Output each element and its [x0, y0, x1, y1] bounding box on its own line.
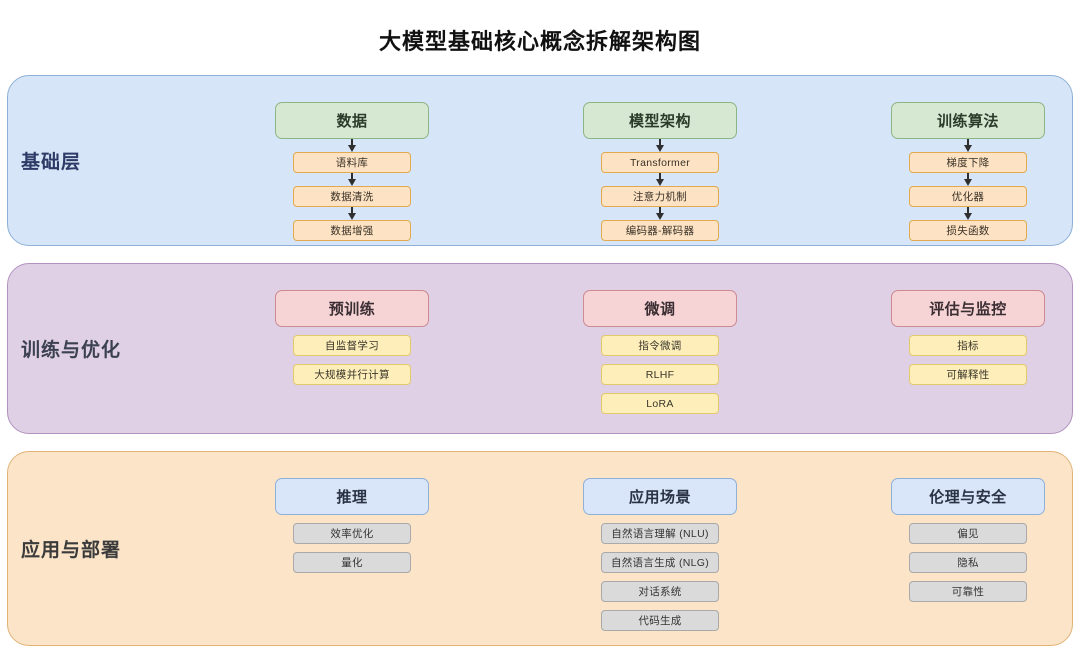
- arrow-head: [964, 213, 972, 221]
- arrow-head: [964, 145, 972, 153]
- layer-columns: 推理效率优化量化 应用场景自然语言理解 (NLU) 自然语言生成 (NLG) 对话系统…: [198, 452, 1080, 645]
- sub-node[interactable]: 偏见: [909, 523, 1027, 545]
- layer-training: 训练与优化 预训练自监督学习大规模并行计算 微调指令微调 RLHF LoRA 评估与监控指…: [7, 263, 1073, 435]
- arrow-head: [656, 145, 664, 153]
- arrow-down-icon: [654, 139, 666, 153]
- sub-node[interactable]: 指令微调: [601, 335, 719, 357]
- arrow-stem: [967, 139, 969, 148]
- spacer: [654, 385, 666, 393]
- sub-node[interactable]: 指标: [909, 335, 1027, 357]
- layer-columns: 预训练自监督学习大规模并行计算 微调指令微调 RLHF LoRA 评估与监控指标可解释性: [198, 264, 1080, 433]
- sub-node[interactable]: 自监督学习: [293, 335, 411, 357]
- sub-node[interactable]: LoRA: [601, 393, 719, 415]
- sub-node[interactable]: Transformer: [601, 152, 719, 174]
- column-application-2: 伦理与安全偏见隐私可靠性: [814, 478, 1080, 645]
- main-node[interactable]: 模型架构: [583, 102, 737, 140]
- arrow-down-icon: [962, 139, 974, 153]
- main-node[interactable]: 评估与监控: [891, 290, 1045, 328]
- column-application-0: 推理效率优化量化: [198, 478, 506, 645]
- main-node[interactable]: 应用场景: [583, 478, 737, 516]
- arrow-down-icon: [346, 173, 358, 187]
- main-node[interactable]: 数据: [275, 102, 429, 140]
- arrow-down-icon: [962, 173, 974, 187]
- arrow-stem: [659, 173, 661, 182]
- spacer: [654, 573, 666, 581]
- spacer: [346, 327, 358, 335]
- spacer: [962, 356, 974, 364]
- arrow-head: [348, 145, 356, 153]
- sub-node[interactable]: 自然语言理解 (NLU): [601, 523, 719, 545]
- sub-node[interactable]: 效率优化: [293, 523, 411, 545]
- sub-node[interactable]: 对话系统: [601, 581, 719, 603]
- arrow-down-icon: [654, 207, 666, 221]
- spacer: [346, 544, 358, 552]
- arrow-down-icon: [962, 207, 974, 221]
- sub-node[interactable]: 损失函数: [909, 220, 1027, 242]
- spacer: [346, 356, 358, 364]
- arrow-stem: [967, 207, 969, 216]
- sub-node[interactable]: 语料库: [293, 152, 411, 174]
- layer-label-foundation: 基础层: [21, 152, 82, 174]
- arrow-stem: [351, 173, 353, 182]
- arrow-down-icon: [654, 173, 666, 187]
- sub-node[interactable]: 自然语言生成 (NLG): [601, 552, 719, 574]
- column-training-0: 预训练自监督学习大规模并行计算: [198, 290, 506, 433]
- spacer: [962, 544, 974, 552]
- sub-node[interactable]: 可解释性: [909, 364, 1027, 386]
- arrow-stem: [659, 207, 661, 216]
- spacer: [962, 515, 974, 523]
- main-node[interactable]: 微调: [583, 290, 737, 328]
- arrow-head: [964, 179, 972, 187]
- sub-node[interactable]: 可靠性: [909, 581, 1027, 603]
- layer-label-training: 训练与优化: [21, 340, 122, 362]
- sub-node[interactable]: 梯度下降: [909, 152, 1027, 174]
- layer-foundation: 基础层 数据语料库数据清洗数据增强 模型架构 Transformer 注意力机制编码器-…: [7, 75, 1073, 247]
- sub-node[interactable]: 注意力机制: [601, 186, 719, 208]
- main-node[interactable]: 推理: [275, 478, 429, 516]
- spacer: [654, 327, 666, 335]
- sub-node[interactable]: 优化器: [909, 186, 1027, 208]
- arrow-stem: [351, 207, 353, 216]
- column-foundation-0: 数据语料库数据清洗数据增强: [198, 102, 506, 245]
- layer-application: 应用与部署 推理效率优化量化 应用场景自然语言理解 (NLU) 自然语言生成 (NLG…: [7, 451, 1073, 647]
- sub-node[interactable]: 数据清洗: [293, 186, 411, 208]
- main-node[interactable]: 训练算法: [891, 102, 1045, 140]
- arrow-down-icon: [346, 139, 358, 153]
- arrow-stem: [351, 139, 353, 148]
- sub-node[interactable]: 隐私: [909, 552, 1027, 574]
- main-node[interactable]: 预训练: [275, 290, 429, 328]
- layer-columns: 数据语料库数据清洗数据增强 模型架构 Transformer 注意力机制编码器-解码器…: [198, 76, 1080, 245]
- column-foundation-1: 模型架构 Transformer 注意力机制编码器-解码器: [506, 102, 814, 245]
- spacer: [346, 515, 358, 523]
- layer-label-application: 应用与部署: [21, 540, 122, 562]
- sub-node[interactable]: 编码器-解码器: [601, 220, 719, 242]
- arrow-down-icon: [346, 207, 358, 221]
- spacer: [654, 544, 666, 552]
- arrow-head: [348, 213, 356, 221]
- column-training-2: 评估与监控指标可解释性: [814, 290, 1080, 433]
- column-foundation-2: 训练算法梯度下降优化器损失函数: [814, 102, 1080, 245]
- spacer: [962, 327, 974, 335]
- sub-node[interactable]: 数据增强: [293, 220, 411, 242]
- arrow-stem: [967, 173, 969, 182]
- sub-node[interactable]: 量化: [293, 552, 411, 574]
- sub-node[interactable]: RLHF: [601, 364, 719, 386]
- column-application-1: 应用场景自然语言理解 (NLU) 自然语言生成 (NLG) 对话系统代码生成: [506, 478, 814, 645]
- spacer: [654, 602, 666, 610]
- arrow-stem: [659, 139, 661, 148]
- spacer: [654, 356, 666, 364]
- sub-node[interactable]: 大规模并行计算: [293, 364, 411, 386]
- main-node[interactable]: 伦理与安全: [891, 478, 1045, 516]
- architecture-diagram: 基础层 数据语料库数据清洗数据增强 模型架构 Transformer 注意力机制编码器-…: [0, 75, 1080, 647]
- column-training-1: 微调指令微调 RLHF LoRA: [506, 290, 814, 433]
- arrow-head: [656, 213, 664, 221]
- sub-node[interactable]: 代码生成: [601, 610, 719, 632]
- arrow-head: [348, 179, 356, 187]
- page-title: 大模型基础核心概念拆解架构图: [378, 28, 701, 54]
- spacer: [962, 573, 974, 581]
- arrow-head: [656, 179, 664, 187]
- spacer: [654, 515, 666, 523]
